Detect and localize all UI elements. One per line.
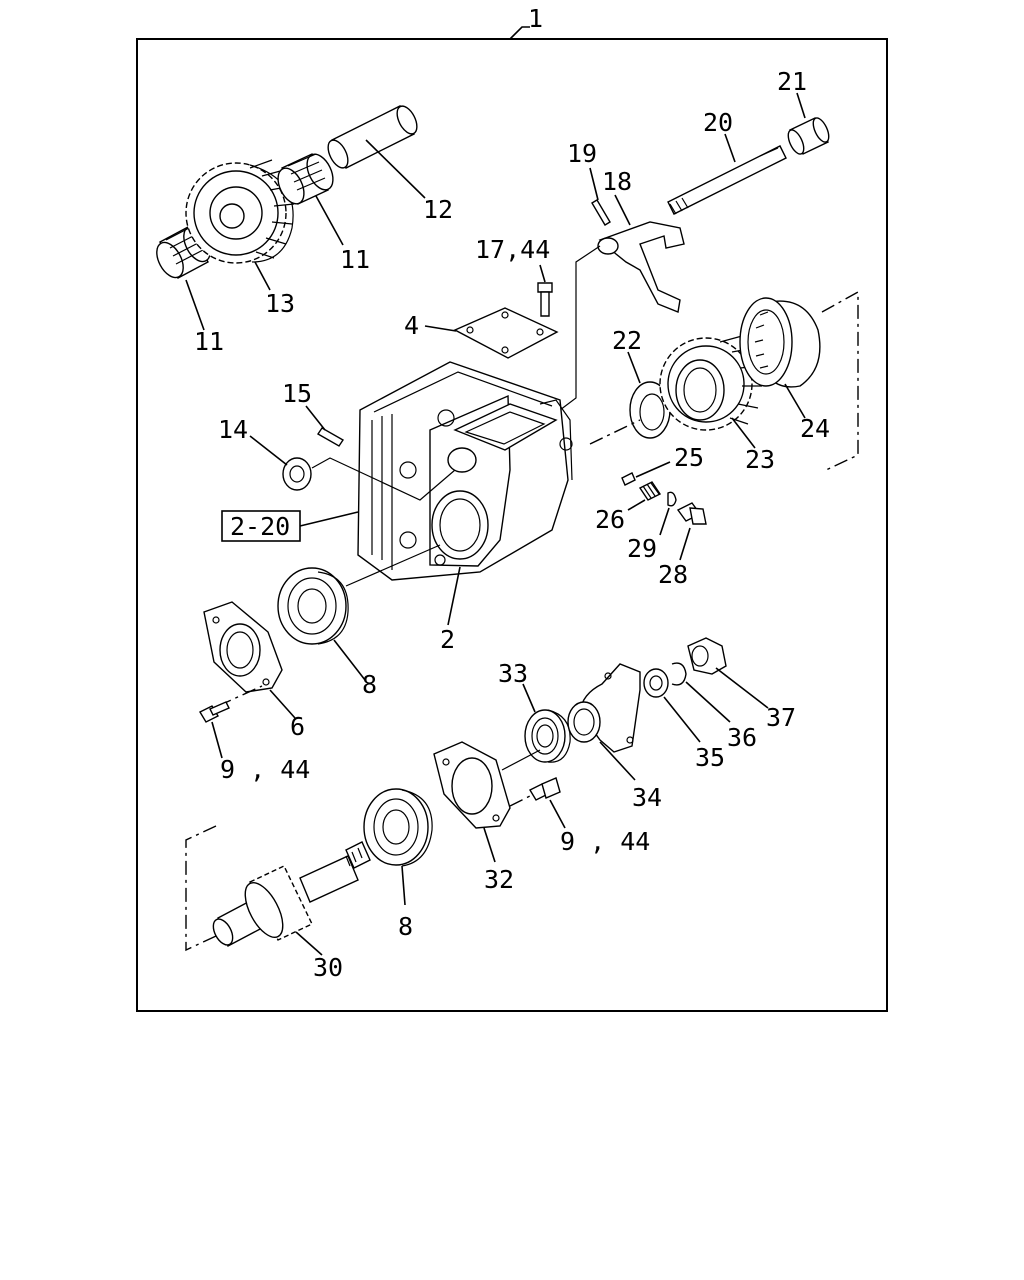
flange-32 bbox=[433, 741, 511, 829]
label-9-44b: 9 , 44 bbox=[560, 827, 650, 856]
bolt-17 bbox=[537, 282, 553, 317]
bolt-9a bbox=[199, 701, 230, 723]
cover-plate-4 bbox=[453, 307, 559, 359]
label-29: 29 bbox=[627, 534, 657, 563]
label-18: 18 bbox=[602, 167, 632, 196]
gear-13 bbox=[185, 159, 295, 264]
diagram-frame bbox=[136, 38, 888, 1012]
label-37: 37 bbox=[766, 703, 796, 732]
label-11a: 11 bbox=[194, 327, 224, 356]
label-2: 2 bbox=[440, 625, 455, 654]
ball-bearing-8b bbox=[363, 788, 433, 867]
pin-19 bbox=[591, 199, 611, 226]
label-11b: 11 bbox=[340, 245, 370, 274]
label-25: 25 bbox=[674, 443, 704, 472]
reference-box bbox=[221, 510, 301, 542]
label-12: 12 bbox=[423, 195, 453, 224]
seal-33 bbox=[524, 709, 571, 763]
pin-15 bbox=[317, 427, 344, 447]
label-14: 14 bbox=[218, 415, 248, 444]
label-34: 34 bbox=[632, 783, 662, 812]
label-24: 24 bbox=[800, 414, 830, 443]
label-23: 23 bbox=[745, 445, 775, 474]
nut-37 bbox=[687, 637, 727, 675]
label-19: 19 bbox=[567, 139, 597, 168]
label-8a: 8 bbox=[362, 670, 377, 699]
label-28: 28 bbox=[658, 560, 688, 589]
label-4: 4 bbox=[404, 311, 419, 340]
needle-bearing-11b bbox=[277, 153, 334, 205]
washer-29 bbox=[667, 491, 677, 507]
washer-14 bbox=[282, 457, 312, 491]
label-30: 30 bbox=[313, 953, 343, 982]
label-22: 22 bbox=[612, 326, 642, 355]
label-15: 15 bbox=[282, 379, 312, 408]
housing-2 bbox=[357, 361, 573, 581]
label-32: 32 bbox=[484, 865, 514, 894]
reference-box-label: 2-20 bbox=[230, 512, 290, 541]
ball-bearing-8a bbox=[277, 567, 349, 645]
label-21: 21 bbox=[777, 67, 807, 96]
label-8b: 8 bbox=[398, 912, 413, 941]
spring-26 bbox=[638, 481, 662, 501]
label-36: 36 bbox=[727, 723, 757, 752]
output-shaft-30 bbox=[212, 841, 371, 947]
label-35: 35 bbox=[695, 743, 725, 772]
coupling-34 bbox=[567, 663, 641, 753]
shift-fork-18 bbox=[597, 221, 685, 313]
bushing-21 bbox=[787, 117, 830, 155]
pin-25 bbox=[621, 472, 636, 486]
label-13: 13 bbox=[265, 289, 295, 318]
label-6: 6 bbox=[290, 712, 305, 741]
flange-6 bbox=[203, 601, 283, 693]
washer-35 bbox=[643, 668, 669, 698]
label-20: 20 bbox=[703, 108, 733, 137]
label-assembly: 1 bbox=[528, 4, 543, 33]
gear-23 bbox=[659, 335, 762, 431]
bolt-28 bbox=[676, 502, 707, 525]
snap-ring-36 bbox=[671, 662, 687, 686]
label-9-44a: 9 , 44 bbox=[220, 755, 310, 784]
label-33: 33 bbox=[498, 659, 528, 688]
shift-rod-20 bbox=[667, 145, 787, 215]
label-17-44: 17,44 bbox=[475, 235, 550, 264]
shaft-12 bbox=[327, 105, 418, 169]
sleeve-24 bbox=[739, 297, 821, 388]
bolt-9b bbox=[529, 777, 561, 801]
label-26: 26 bbox=[595, 505, 625, 534]
